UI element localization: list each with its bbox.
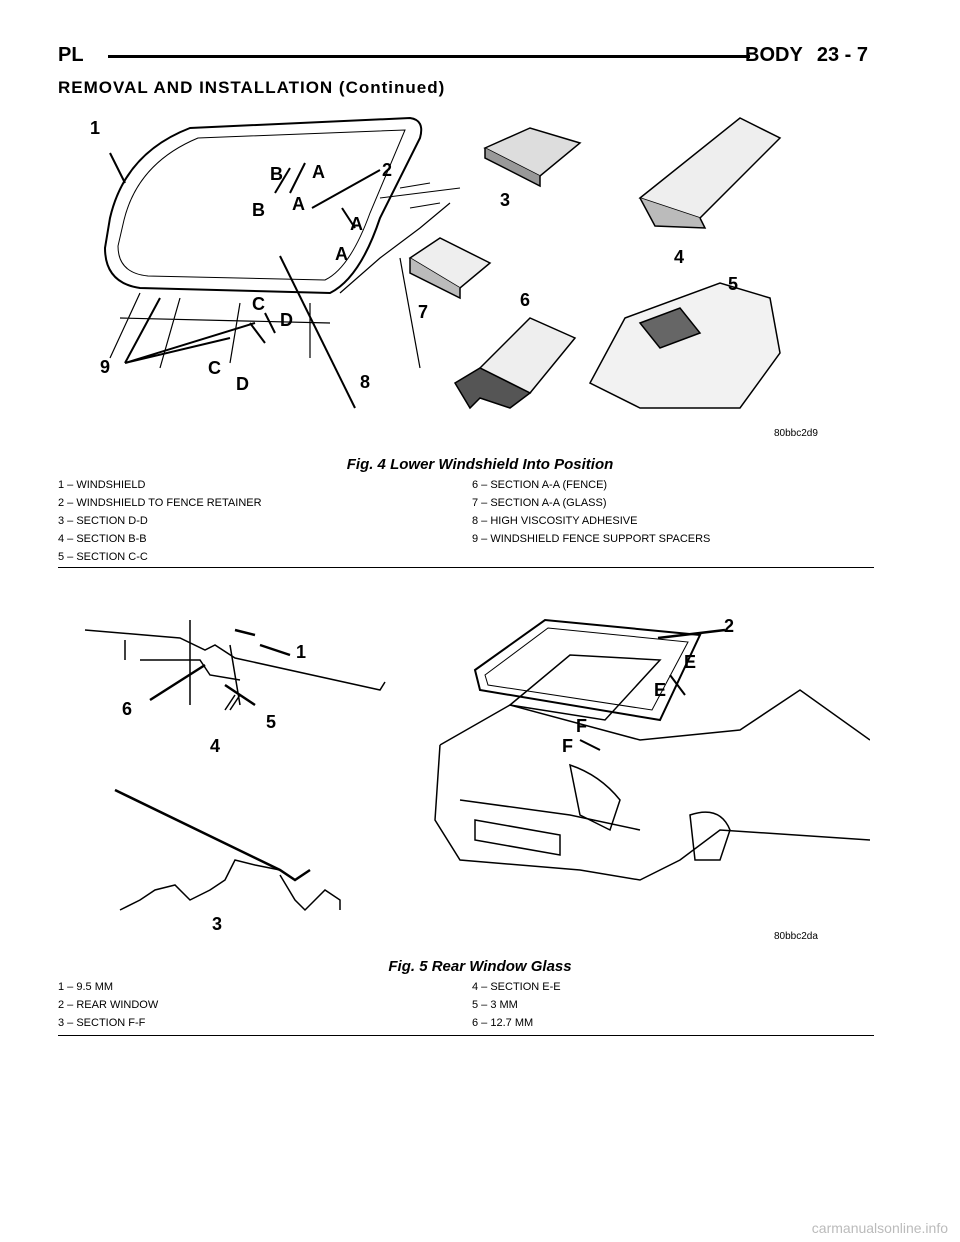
section-dd (483, 127, 582, 177)
section-title: REMOVAL AND INSTALLATION (Continued) (58, 78, 446, 97)
legend-item: 4 – SECTION E-E (472, 981, 561, 993)
svg-text:D: D (236, 374, 249, 394)
arrows-9 (124, 297, 256, 364)
legend-item: 3 – SECTION F-F (58, 1017, 146, 1029)
callout-4: 4 (210, 736, 220, 756)
legend-item: 5 – 3 MM (472, 999, 518, 1011)
callout-7: 7 (418, 302, 428, 322)
svg-text:B: B (252, 200, 265, 220)
legend-item: 4 – SECTION B-B (58, 533, 147, 545)
arrow-2 (657, 628, 726, 640)
header-right: BODY 23 - 7 (731, 44, 868, 67)
callout-2: 2 (724, 616, 734, 636)
svg-text:B: B (270, 164, 283, 184)
callout-6: 6 (122, 699, 132, 719)
svg-text:F: F (562, 736, 573, 756)
legend-item: 6 – SECTION A-A (FENCE) (472, 479, 608, 491)
callout-5: 5 (728, 274, 738, 294)
section-ff (114, 788, 311, 882)
svg-text:A: A (335, 244, 348, 264)
callout-5: 5 (266, 712, 276, 732)
header-section: BODY (745, 44, 803, 66)
callout-6: 6 (520, 290, 530, 310)
fig4-caption: Fig. 4 Lower Windshield Into Position (346, 456, 614, 473)
svg-text:F: F (576, 716, 587, 736)
callout-3: 3 (212, 914, 222, 934)
legend-item: 9 – WINDSHIELD FENCE SUPPORT SPACERS (472, 533, 711, 545)
divider (58, 567, 874, 568)
legend-item: 2 – REAR WINDOW (58, 999, 159, 1011)
arrow-8 (279, 255, 356, 409)
section-ee (84, 629, 386, 691)
header-rule (108, 55, 750, 58)
callout-1: 1 (296, 642, 306, 662)
arrow-1 (109, 152, 126, 184)
fig4-legend-right: 6 – SECTION A-A (FENCE) 7 – SECTION A-A … (472, 476, 710, 548)
legend-item: 7 – SECTION A-A (GLASS) (472, 497, 607, 509)
callout-3: 3 (500, 190, 510, 210)
svg-text:E: E (684, 652, 696, 672)
svg-text:A: A (350, 214, 363, 234)
watermark-footer: carmanualsonline.info (811, 1220, 948, 1236)
legend-item: 3 – SECTION D-D (58, 515, 148, 527)
header-manual-code: PL (58, 44, 84, 66)
header-page-number: 23 - 7 (816, 44, 868, 66)
callout-4: 4 (674, 247, 684, 267)
section-bb (638, 117, 782, 219)
fig4-image-id: 80bbc2d9 (774, 428, 818, 439)
svg-text:A: A (292, 194, 305, 214)
section-cc (588, 282, 781, 409)
arrow-2 (311, 169, 381, 209)
legend-item: 2 – WINDSHIELD TO FENCE RETAINER (58, 497, 262, 509)
fig5-legend-left: 1 – 9.5 MM 2 – REAR WINDOW 3 – SECTION F… (58, 978, 158, 1032)
legend-item: 5 – SECTION C-C (58, 551, 148, 563)
fig4-legend-left: 1 – WINDSHIELD 2 – WINDSHIELD TO FENCE R… (58, 476, 262, 566)
fig5-image-id: 80bbc2da (774, 931, 818, 942)
legend-item: 1 – WINDSHIELD (58, 479, 146, 491)
callout-9: 9 (100, 357, 110, 377)
fig5-legend-right: 4 – SECTION E-E 5 – 3 MM 6 – 12.7 MM (472, 978, 561, 1032)
callout-8: 8 (360, 372, 370, 392)
fig4-illustration: 1 2 8 9 BB AA AA CC DD 3 4 5 6 7 (90, 116, 782, 410)
legend-item: 1 – 9.5 MM (58, 981, 114, 993)
fig5-illustration: 1 2 3 4 5 6 EE FF (84, 616, 870, 934)
svg-text:D: D (280, 310, 293, 330)
fig5-caption: Fig. 5 Rear Window Glass (388, 958, 572, 975)
svg-text:A: A (312, 162, 325, 182)
rear-window-glass (473, 618, 702, 722)
callout-2: 2 (382, 160, 392, 180)
callout-1: 1 (90, 118, 100, 138)
legend-item: 8 – HIGH VISCOSITY ADHESIVE (472, 515, 638, 527)
svg-text:E: E (654, 680, 666, 700)
legend-item: 6 – 12.7 MM (472, 1017, 534, 1029)
windshield-outline (103, 116, 423, 295)
divider (58, 1035, 874, 1036)
svg-text:C: C (208, 358, 221, 378)
svg-text:C: C (252, 294, 265, 314)
section-aa-glass (408, 237, 492, 289)
